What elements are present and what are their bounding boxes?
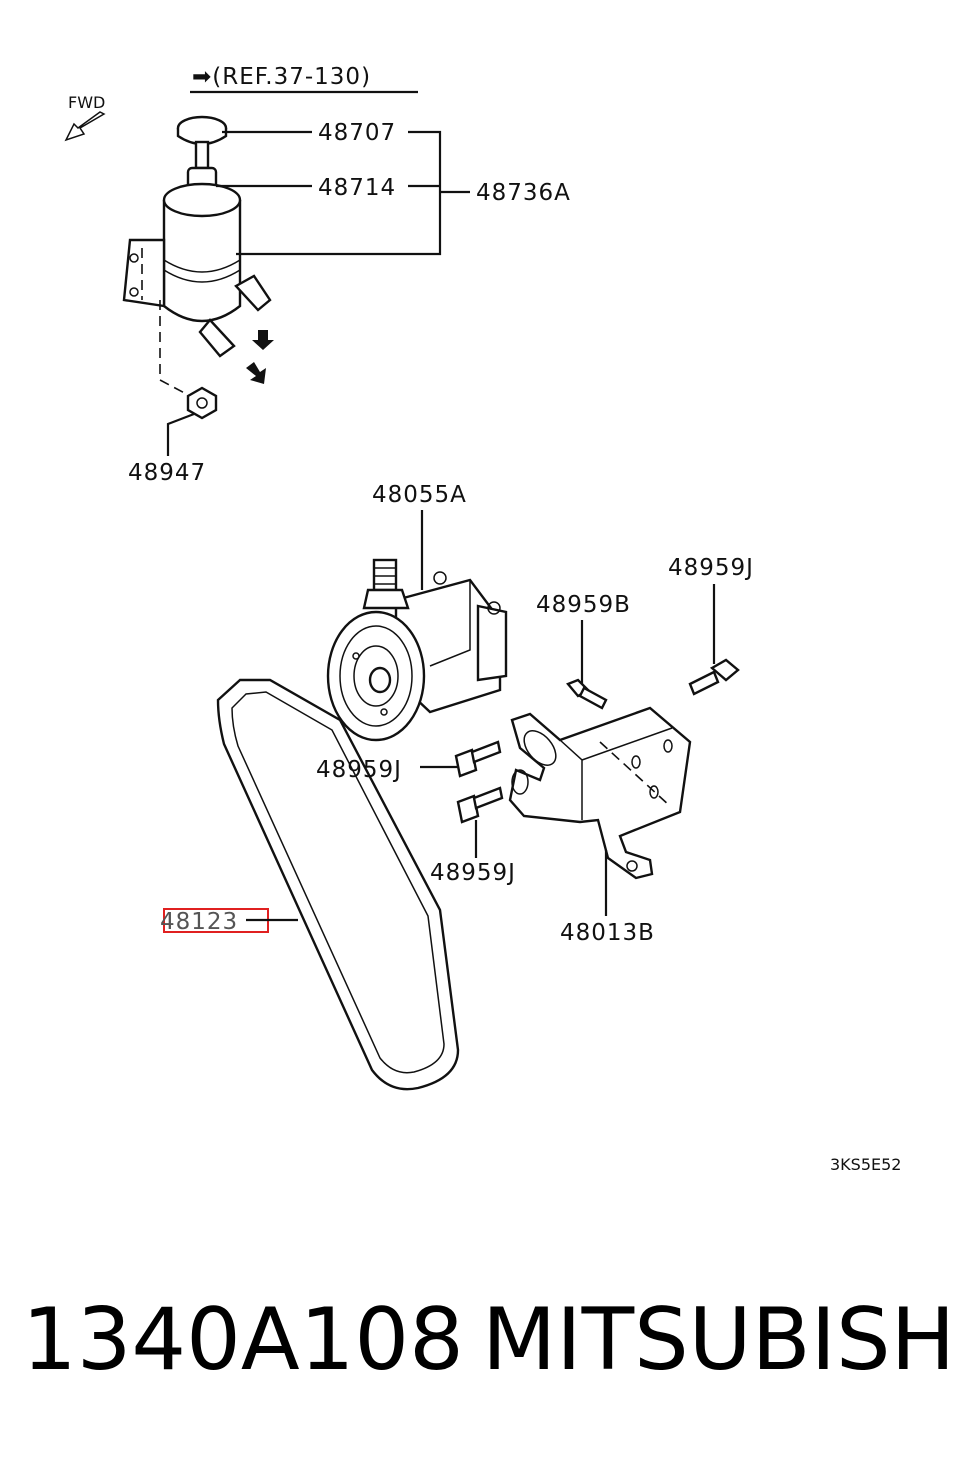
power-steering-pump (326, 558, 508, 742)
fwd-arrow-icon (64, 111, 106, 142)
label-48959B: 48959B (536, 592, 631, 618)
caption: 1340A108 MITSUBISHI (0, 1290, 960, 1390)
label-48055A: 48055A (372, 482, 467, 508)
fwd-label: FWD (68, 93, 105, 112)
part-number: 1340A108 (22, 1290, 464, 1390)
ref-label: ➡(REF.37-130) (192, 64, 371, 90)
label-48947: 48947 (128, 460, 206, 486)
mount-dashed-line (159, 300, 195, 399)
nut-48947 (186, 386, 218, 420)
reservoir-cap (176, 115, 228, 170)
label-48736A: 48736A (476, 180, 571, 206)
label-48013B: 48013B (560, 920, 655, 946)
brand-name: MITSUBISHI (482, 1290, 960, 1390)
bolt-48959J-low (456, 786, 504, 824)
label-48707: 48707 (318, 120, 396, 146)
flow-arrow-icon (246, 330, 274, 384)
bolt-48959B (566, 678, 608, 710)
v-belt-48123 (216, 678, 460, 1091)
label-48959J-mid: 48959J (316, 757, 402, 783)
reservoir-tank (122, 182, 272, 358)
diagram-code: 3KS5E52 (830, 1155, 901, 1174)
bolt-48959J-top (688, 658, 740, 696)
bracket-48013B (508, 706, 692, 880)
leader-48947 (166, 412, 195, 456)
bolt-48959J-mid (454, 740, 502, 778)
label-48714: 48714 (318, 175, 396, 201)
label-48123: 48123 (160, 909, 238, 935)
label-48959J-low: 48959J (430, 860, 516, 886)
label-48959J-top: 48959J (668, 555, 754, 581)
